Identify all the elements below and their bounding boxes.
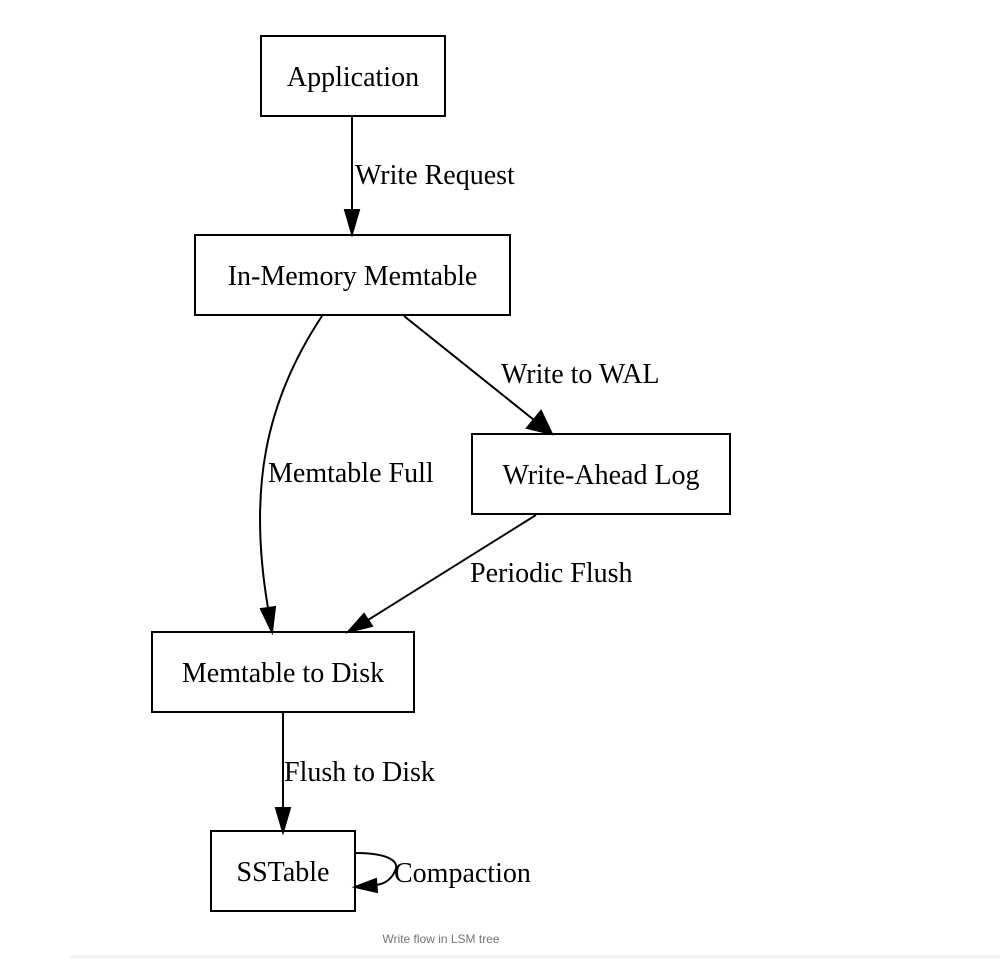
edge-memtable-full-label: Memtable Full [268,458,434,489]
node-memtable-to-disk: Memtable to Disk [151,631,415,713]
edge-compaction-label: Compaction [394,858,531,889]
edge-write-request-arrowhead [343,209,361,238]
bottom-divider [70,955,1000,959]
edge-periodic-flush-label: Periodic Flush [470,558,633,589]
edge-memtable-full-line [258,315,323,609]
node-wal: Write-Ahead Log [471,433,731,515]
node-sstable-label: SSTable [237,857,330,888]
node-memtable-to-disk-label: Memtable to Disk [182,658,384,689]
node-application: Application [260,35,446,117]
edge-write-request-label: Write Request [355,160,515,191]
edge-periodic-flush: Periodic Flush [345,514,633,634]
edge-write-request: Write Request [343,116,515,238]
edge-write-to-wal-arrowhead [525,409,554,436]
lsm-write-flow-diagram: Application In-Memory Memtable Write-Ahe… [151,35,731,912]
edge-compaction-line [354,852,398,886]
node-sstable: SSTable [210,830,356,912]
edge-memtable-full: Memtable Full [258,315,434,636]
node-wal-label: Write-Ahead Log [502,460,699,491]
node-memtable: In-Memory Memtable [194,234,511,316]
edge-compaction-arrowhead [351,877,379,894]
edge-flush-to-disk-arrowhead [274,807,292,836]
edge-periodic-flush-arrowhead [345,612,374,634]
edge-write-to-wal: Write to WAL [403,315,660,436]
edge-compaction: Compaction [351,852,531,894]
figure-caption: Write flow in LSM tree [382,932,500,946]
edge-write-to-wal-label: Write to WAL [501,359,660,390]
edge-flush-to-disk-label: Flush to Disk [284,757,435,788]
edge-periodic-flush-line [367,514,537,621]
edge-flush-to-disk: Flush to Disk [274,713,435,836]
edge-write-to-wal-line [403,315,535,421]
edge-memtable-full-arrowhead [259,605,277,636]
node-memtable-label: In-Memory Memtable [228,261,478,292]
node-application-label: Application [287,62,419,93]
